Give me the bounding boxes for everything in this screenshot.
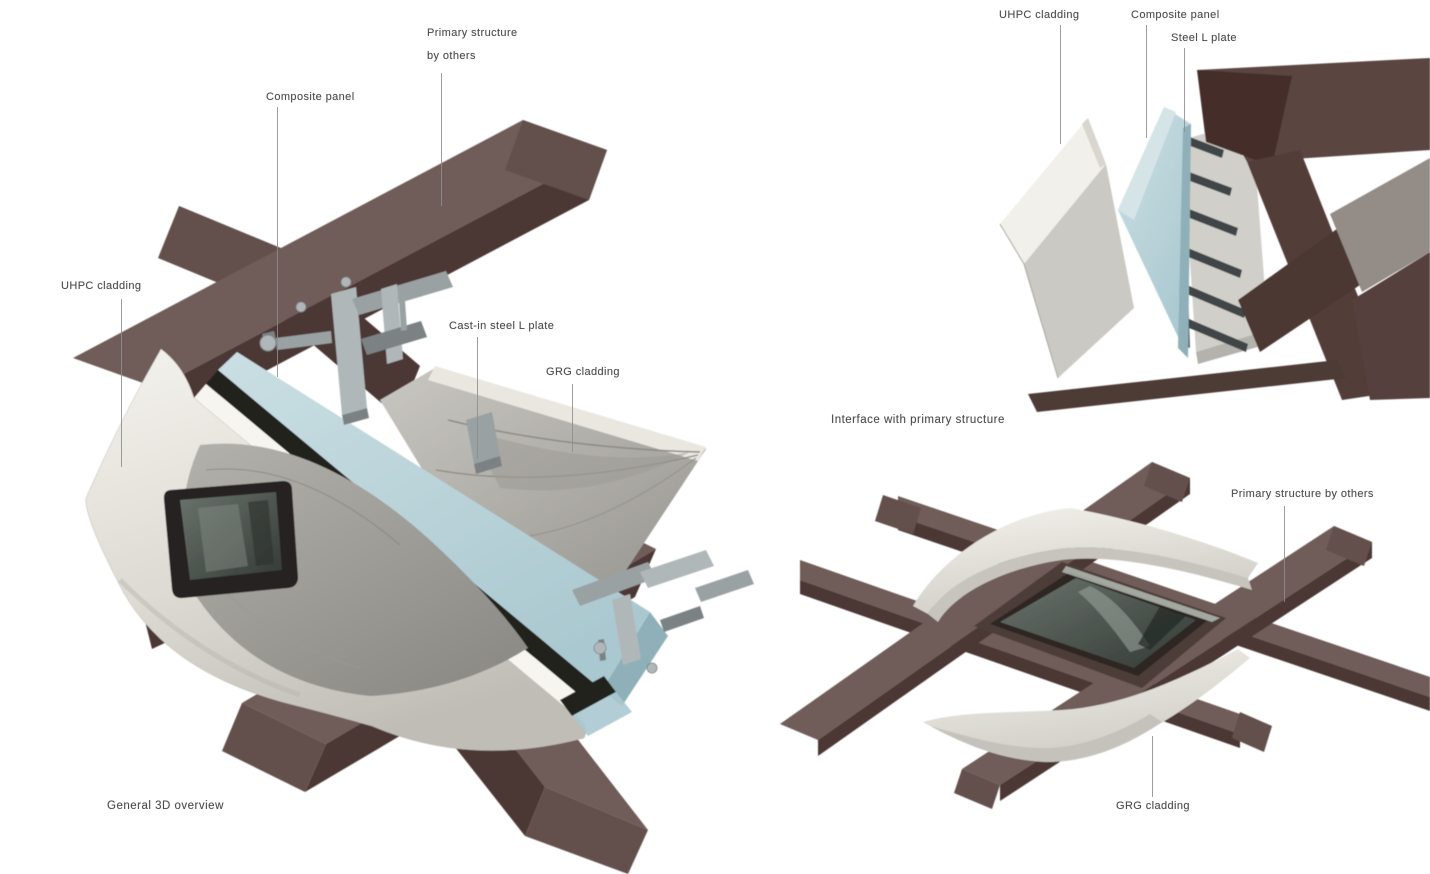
leader-primary-structure <box>441 73 442 206</box>
label-primary-structure-line2: by others <box>427 50 476 62</box>
overview-render <box>73 120 754 874</box>
label-primary-structure-line1: Primary structure <box>427 27 518 39</box>
grg-render <box>780 462 1430 809</box>
grg-cladding-tray <box>380 366 706 625</box>
central-glazed-panel <box>974 562 1226 688</box>
leader-cast-in-steel-l-plate <box>477 337 478 459</box>
leader-primary-structure-by-others <box>1284 506 1285 602</box>
label-uhpc-cladding-detail: UHPC cladding <box>999 9 1080 21</box>
label-grg-cladding: GRG cladding <box>546 366 620 378</box>
leader-uhpc-cladding <box>121 299 122 467</box>
panel-edge-strips <box>560 676 632 736</box>
caption-general-3d-overview: General 3D overview <box>107 800 224 812</box>
label-grg-cladding-exploded: GRG cladding <box>1116 800 1190 812</box>
steel-bracket-bottom <box>572 550 754 674</box>
leader-composite-panel <box>277 107 278 377</box>
leader-steel-l-plate <box>1184 48 1185 132</box>
uhpc-panel-detail <box>999 118 1134 379</box>
leader-grg-cladding-exploded <box>1152 736 1153 797</box>
steel-l-plate-3d <box>466 412 502 474</box>
interface-render <box>999 58 1430 412</box>
label-primary-structure-by-others: Primary structure by others <box>1231 488 1374 500</box>
caption-interface-with-primary-structure: Interface with primary structure <box>831 414 1005 426</box>
glazing-panel <box>163 481 298 599</box>
leader-grg-cladding <box>572 384 573 452</box>
leader-composite-panel-detail <box>1146 25 1147 138</box>
label-uhpc-cladding: UHPC cladding <box>61 280 142 292</box>
label-cast-in-steel-l-plate: Cast-in steel L plate <box>449 320 555 332</box>
grg-wing-upper <box>913 508 1258 622</box>
label-steel-l-plate: Steel L plate <box>1171 32 1237 44</box>
label-primary-structure: Primary structure by others <box>427 26 518 63</box>
label-composite-panel-detail: Composite panel <box>1131 9 1220 21</box>
grg-wing-lower <box>923 649 1250 762</box>
composite-panel-detail <box>1118 107 1191 358</box>
leader-uhpc-cladding-detail <box>1060 25 1061 144</box>
label-composite-panel: Composite panel <box>266 91 355 103</box>
steel-bracket-top <box>259 271 453 425</box>
primary-structure-mass <box>1028 58 1430 412</box>
